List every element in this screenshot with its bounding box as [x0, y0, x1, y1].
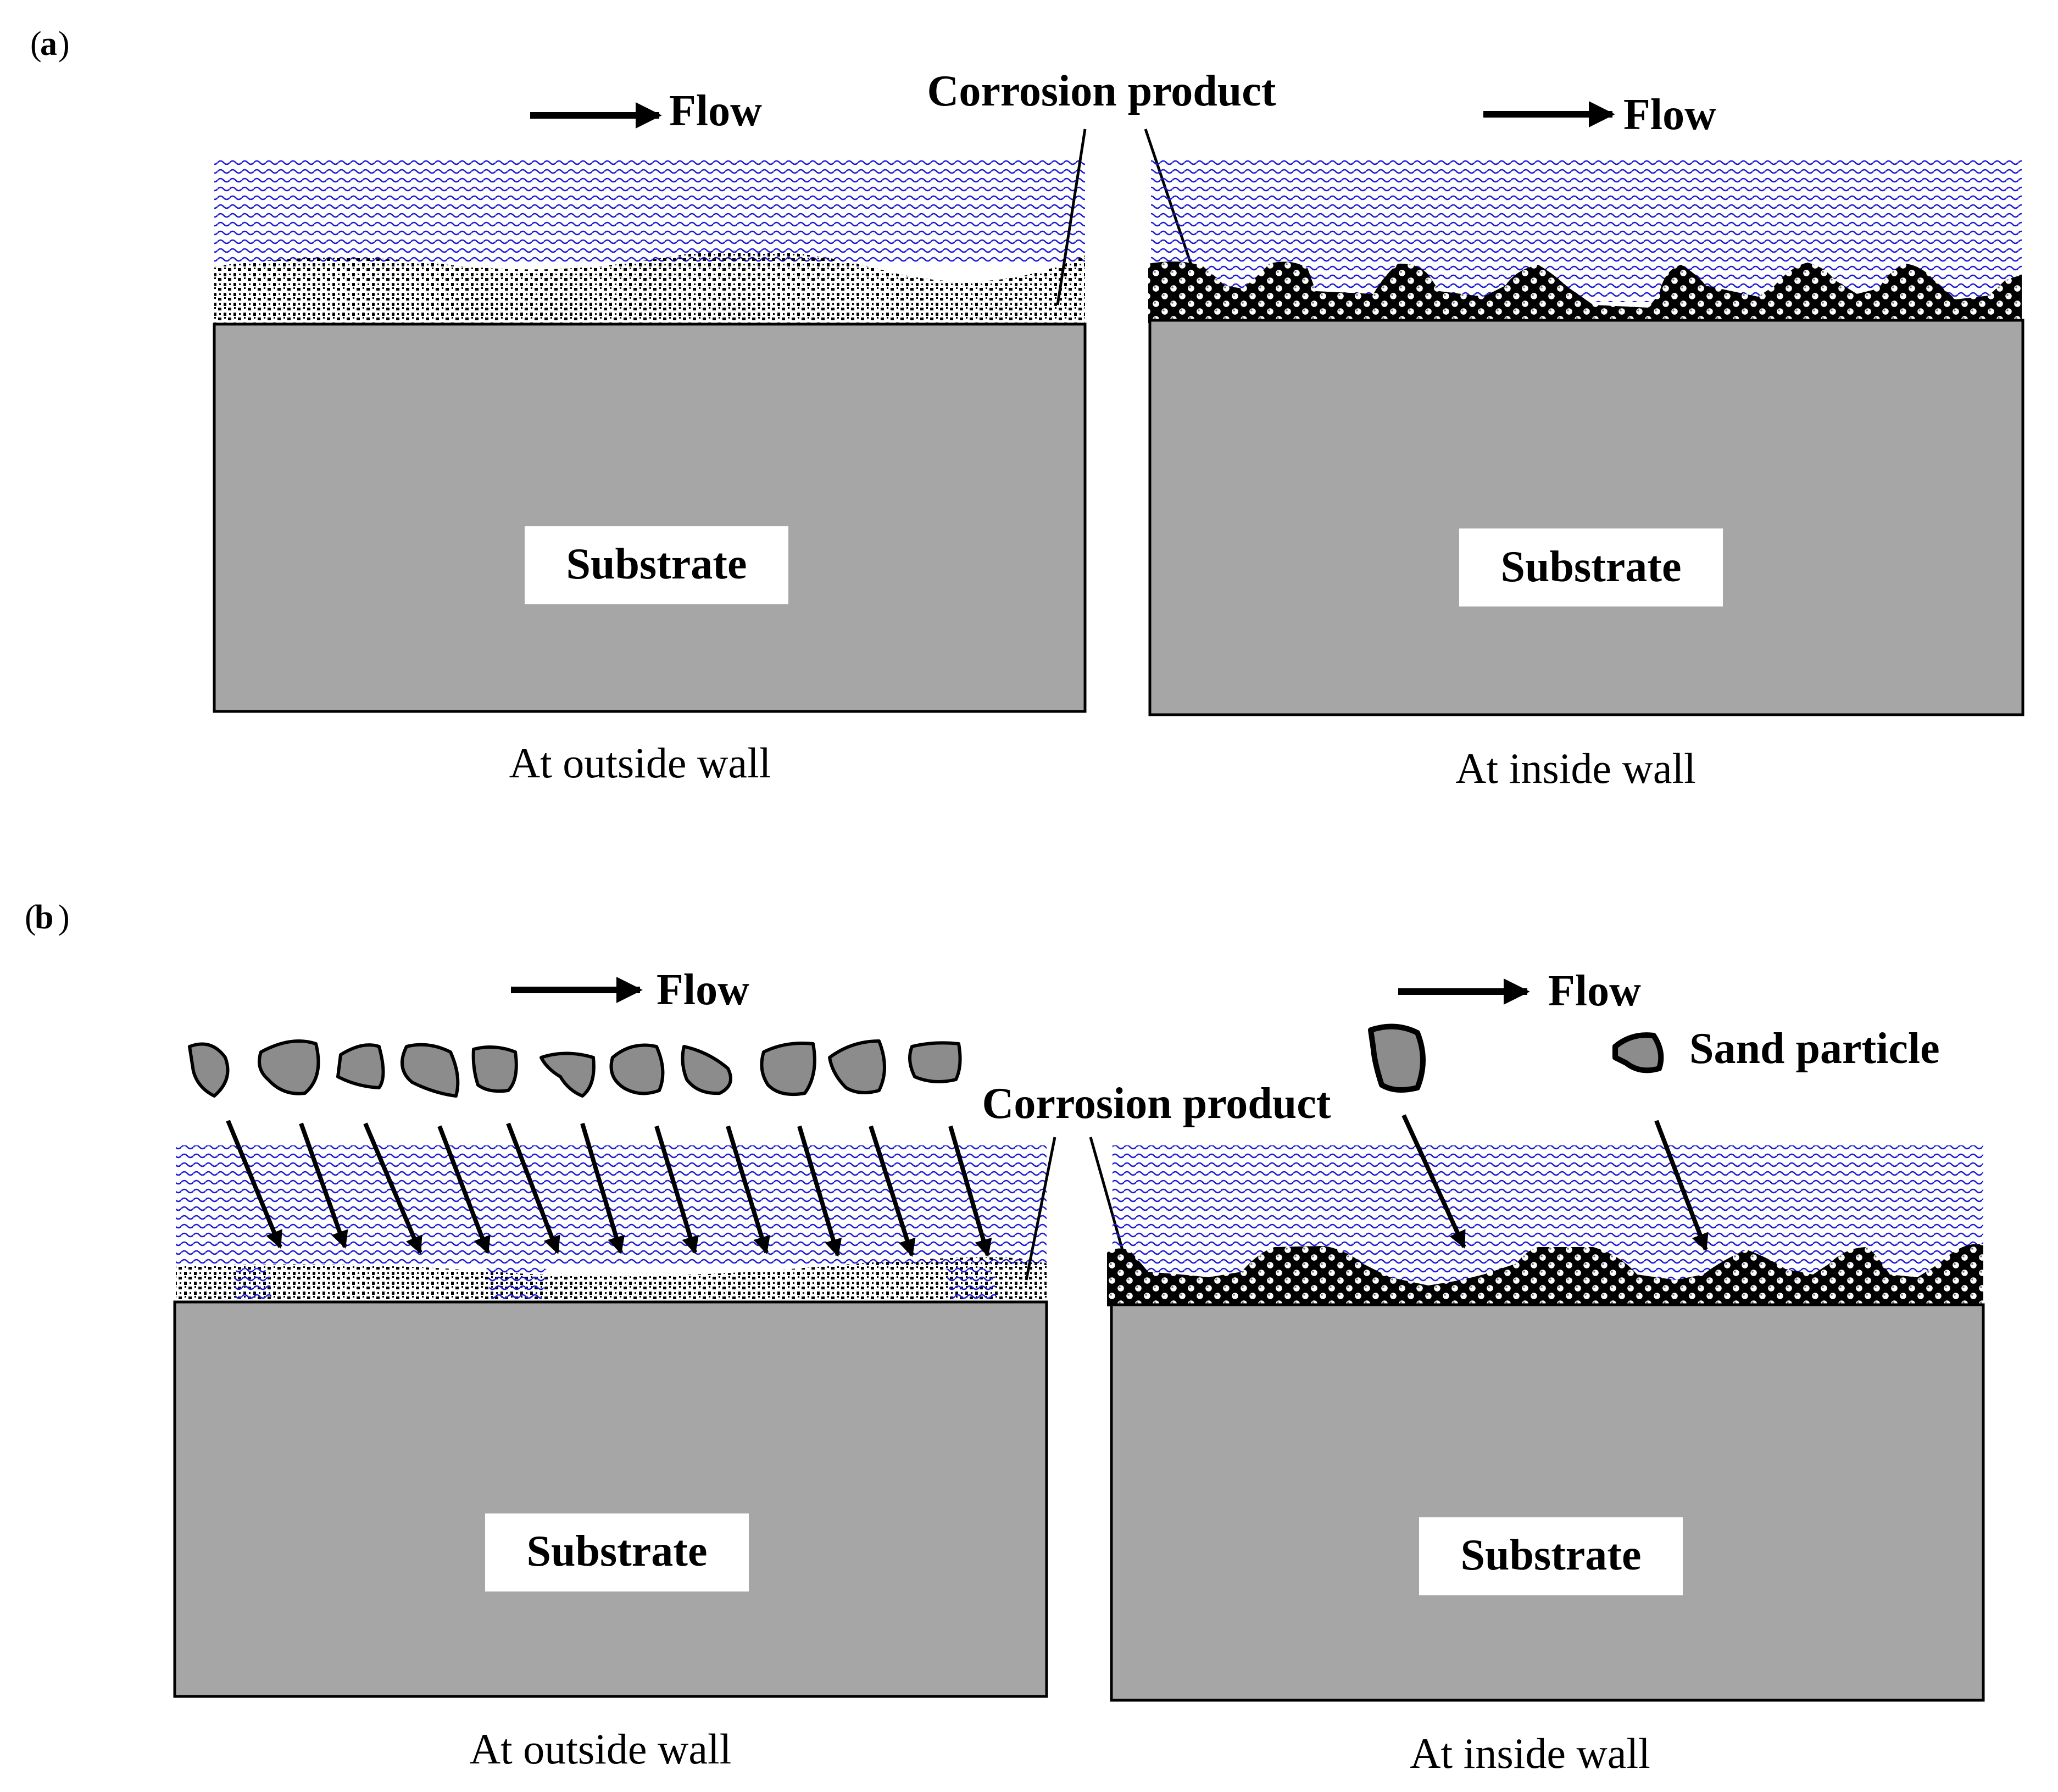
corrosion-product-layer — [214, 251, 1085, 325]
fluid-layer — [176, 1145, 1047, 1264]
impact-arrow — [1401, 1114, 1466, 1249]
fluid-layer — [214, 157, 1085, 264]
impact-arrow — [797, 1125, 842, 1257]
panel-label-open-paren: ( — [25, 899, 36, 936]
sand-particles — [188, 1039, 962, 1098]
sand-particle — [609, 1043, 665, 1095]
impact-arrow — [506, 1122, 560, 1254]
impact-arrows — [226, 1120, 992, 1257]
substrate-label: Substrate — [1461, 1531, 1642, 1579]
panel-a-inside-wall: Flow Substrate At inside wall — [1148, 91, 2024, 792]
panel-a: ( a ) Flow Substrate At outside wall Cor… — [30, 25, 2024, 792]
sand-particle — [828, 1039, 886, 1094]
panel-b-label: b — [35, 899, 53, 936]
substrate-label: Substrate — [1501, 543, 1682, 591]
sand-particle — [760, 1042, 816, 1097]
sand-particle — [188, 1042, 230, 1098]
erosion-pit — [233, 1267, 272, 1305]
impact-arrow — [437, 1125, 491, 1254]
erosion-pit — [486, 1264, 547, 1303]
erosion-pit — [945, 1267, 997, 1310]
substrate-label-box — [1459, 528, 1723, 606]
sand-particle — [471, 1045, 518, 1093]
impact-arrow — [948, 1125, 992, 1257]
impact-arrow — [226, 1120, 282, 1249]
panel-a-label: a — [40, 25, 57, 63]
sand-particle — [681, 1045, 732, 1095]
sand-particle — [401, 1043, 460, 1098]
panel-b: ( b ) Flow Substrate At outside wall — [25, 899, 1985, 1777]
flow-label: Flow — [669, 87, 762, 135]
wall-caption: At outside wall — [470, 1725, 732, 1773]
impact-arrow — [869, 1125, 916, 1257]
impact-arrow — [726, 1125, 770, 1255]
impact-arrow — [654, 1125, 699, 1255]
substrate-label: Substrate — [566, 540, 747, 588]
substrate-block — [213, 322, 1087, 713]
substrate-label-box — [525, 526, 788, 604]
substrate-label-box — [1419, 1517, 1683, 1595]
panel-label-close-paren: ) — [58, 25, 70, 63]
panel-b-outside-wall: Flow Substrate At outside wall — [173, 966, 1048, 1773]
impact-arrow — [1654, 1120, 1709, 1251]
sand-particle — [539, 1051, 596, 1098]
corrosion-product-layer — [176, 1257, 1047, 1302]
panel-label-close-paren: ) — [58, 899, 70, 936]
flow-label: Flow — [1623, 91, 1716, 139]
substrate-label-box — [485, 1513, 749, 1591]
corrosion-product-layer — [1148, 261, 2022, 323]
impact-arrow — [580, 1122, 625, 1255]
wall-caption: At outside wall — [509, 739, 771, 787]
corrosion-product-layer — [1107, 1244, 1983, 1306]
panel-b-inside-wall: Flow Substrate At inside wall Sand parti… — [1107, 967, 1985, 1777]
panel-a-outside-wall: Flow Substrate At outside wall — [213, 87, 1087, 787]
substrate-block — [173, 1300, 1048, 1698]
flow-label: Flow — [657, 966, 749, 1014]
panel-label-open-paren: ( — [30, 25, 42, 63]
wall-caption: At inside wall — [1410, 1729, 1650, 1777]
callout-leader-left — [1056, 129, 1087, 305]
sand-particle — [1612, 1032, 1664, 1073]
flow-label: Flow — [1548, 967, 1641, 1015]
sand-particle — [1368, 1023, 1426, 1093]
callout-leader-left — [1025, 1137, 1056, 1281]
sand-particle-callout: Sand particle — [1689, 1025, 1940, 1073]
substrate-label: Substrate — [527, 1527, 708, 1576]
sand-particle — [908, 1041, 962, 1083]
substrate-block — [1110, 1303, 1985, 1702]
impact-arrow — [363, 1122, 422, 1254]
sand-particle — [336, 1043, 385, 1089]
corrosion-product-callout: Corrosion product — [982, 1079, 1331, 1128]
corrosion-product-callout: Corrosion product — [927, 67, 1276, 115]
impact-arrow — [299, 1122, 348, 1249]
sand-particle — [258, 1039, 320, 1095]
substrate-block — [1148, 319, 2024, 716]
wall-caption: At inside wall — [1455, 744, 1696, 792]
